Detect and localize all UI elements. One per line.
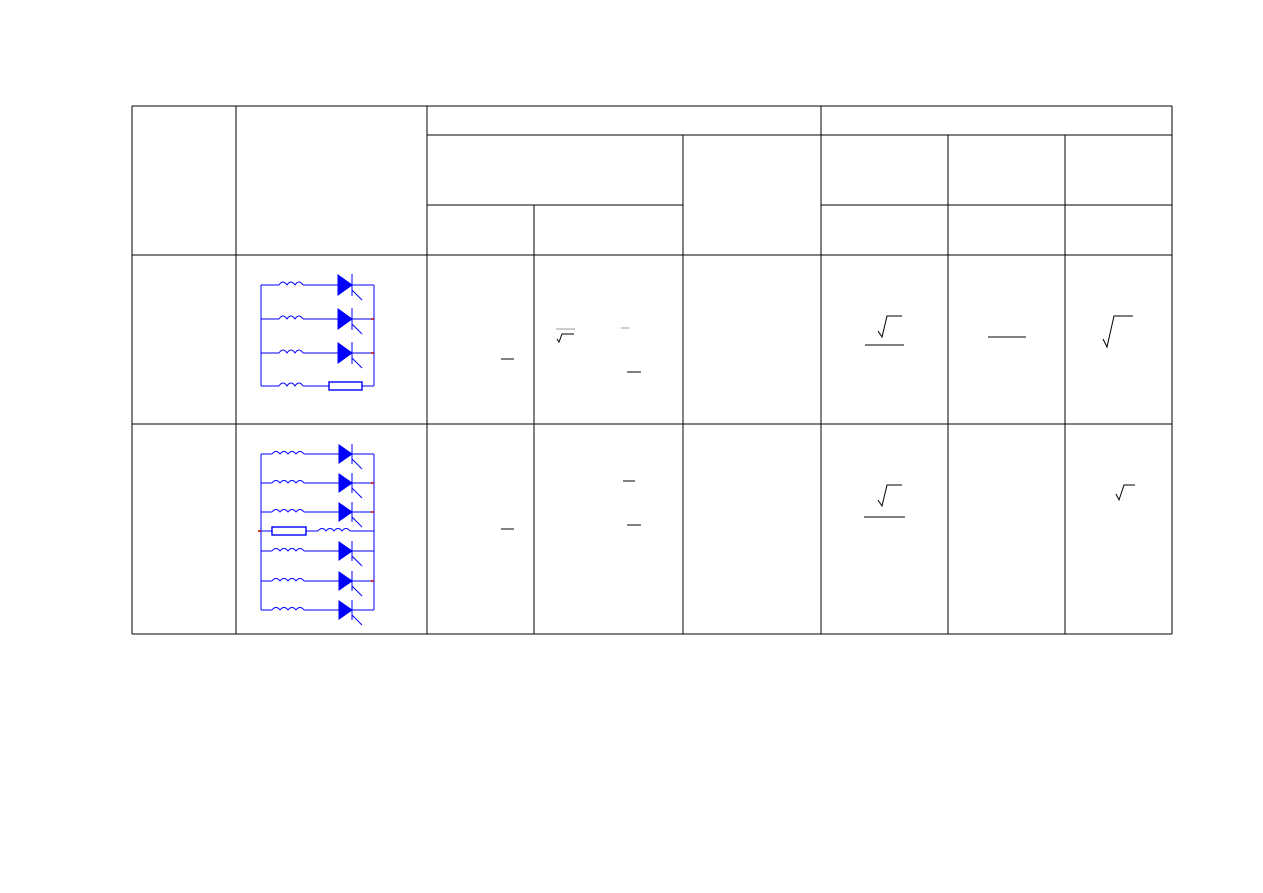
resistor-icon bbox=[328, 381, 363, 391]
branch-resistor bbox=[261, 381, 374, 391]
thyristor-icon bbox=[338, 571, 353, 591]
formula-fragments-row1 bbox=[501, 315, 1133, 373]
thyristor-icon bbox=[337, 274, 353, 296]
sqrt-symbol bbox=[877, 484, 902, 508]
branch-resistor bbox=[258, 526, 374, 536]
thyristor-icon bbox=[338, 444, 353, 464]
thyristor-icon bbox=[337, 342, 353, 364]
circuit-diagram-row1 bbox=[260, 274, 375, 391]
branch-thyristor-2 bbox=[261, 308, 374, 335]
thyristor-icon bbox=[337, 308, 353, 330]
table-grid bbox=[131, 105, 1173, 635]
thyristor-icon bbox=[338, 541, 353, 561]
thyristor-icon bbox=[338, 600, 353, 620]
formula-fragments-row2 bbox=[501, 480, 1135, 530]
circuit-diagram-row2 bbox=[258, 444, 375, 626]
branch-thyristor-1 bbox=[261, 444, 374, 470]
branch-thyristor-1 bbox=[261, 274, 374, 301]
resistor-icon bbox=[271, 526, 307, 536]
branch-thyristor-2 bbox=[261, 473, 374, 499]
thyristor-icon bbox=[338, 502, 353, 522]
sqrt-symbol bbox=[1115, 484, 1135, 502]
sqrt-symbol bbox=[1102, 315, 1133, 349]
branch-thyristor-6 bbox=[261, 600, 374, 626]
sqrt-symbol bbox=[877, 315, 902, 339]
branch-thyristor-5 bbox=[261, 571, 374, 597]
thyristor-icon bbox=[338, 473, 353, 493]
branch-thyristor-3 bbox=[261, 342, 374, 369]
branch-thyristor-4 bbox=[261, 541, 374, 567]
branch-thyristor-3 bbox=[261, 502, 374, 528]
